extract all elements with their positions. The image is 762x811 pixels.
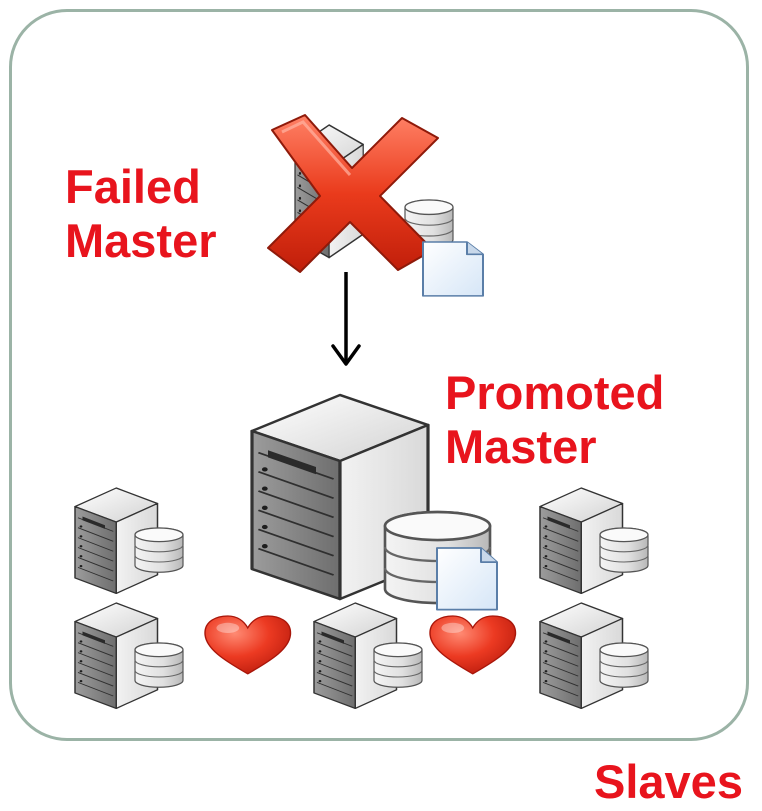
failed-master-label: Failed Master (65, 160, 217, 268)
promoted-master-label-line2: Master (445, 420, 597, 473)
failed-cross-icon (267, 114, 439, 273)
heartbeat-heart-icon (204, 615, 292, 675)
failed-master-log-file-icon (422, 241, 484, 297)
database-disk-icon (373, 642, 423, 688)
slave-bottom-left (74, 602, 184, 710)
database-disk-icon (134, 642, 184, 688)
failed-master-label-line1: Failed (65, 160, 201, 213)
slaves-label-text: Slaves (594, 755, 743, 808)
database-disk-icon (134, 527, 184, 573)
promotion-arrow-icon (331, 272, 361, 366)
slave-top-left (74, 487, 184, 595)
promoted-master-log-file-icon (436, 547, 498, 611)
failed-master-label-line2: Master (65, 214, 217, 267)
heartbeat-heart-icon (429, 615, 517, 675)
slave-bottom-right (539, 602, 649, 710)
cluster-frame (9, 9, 749, 741)
database-disk-icon (599, 527, 649, 573)
slave-bottom-center (313, 602, 423, 710)
slave-top-right (539, 487, 649, 595)
slaves-label: Slaves (594, 755, 743, 809)
promoted-master-label: Promoted Master (445, 366, 664, 474)
database-disk-icon (599, 642, 649, 688)
promoted-master-label-line1: Promoted (445, 366, 665, 419)
failed-master-group (267, 114, 484, 297)
